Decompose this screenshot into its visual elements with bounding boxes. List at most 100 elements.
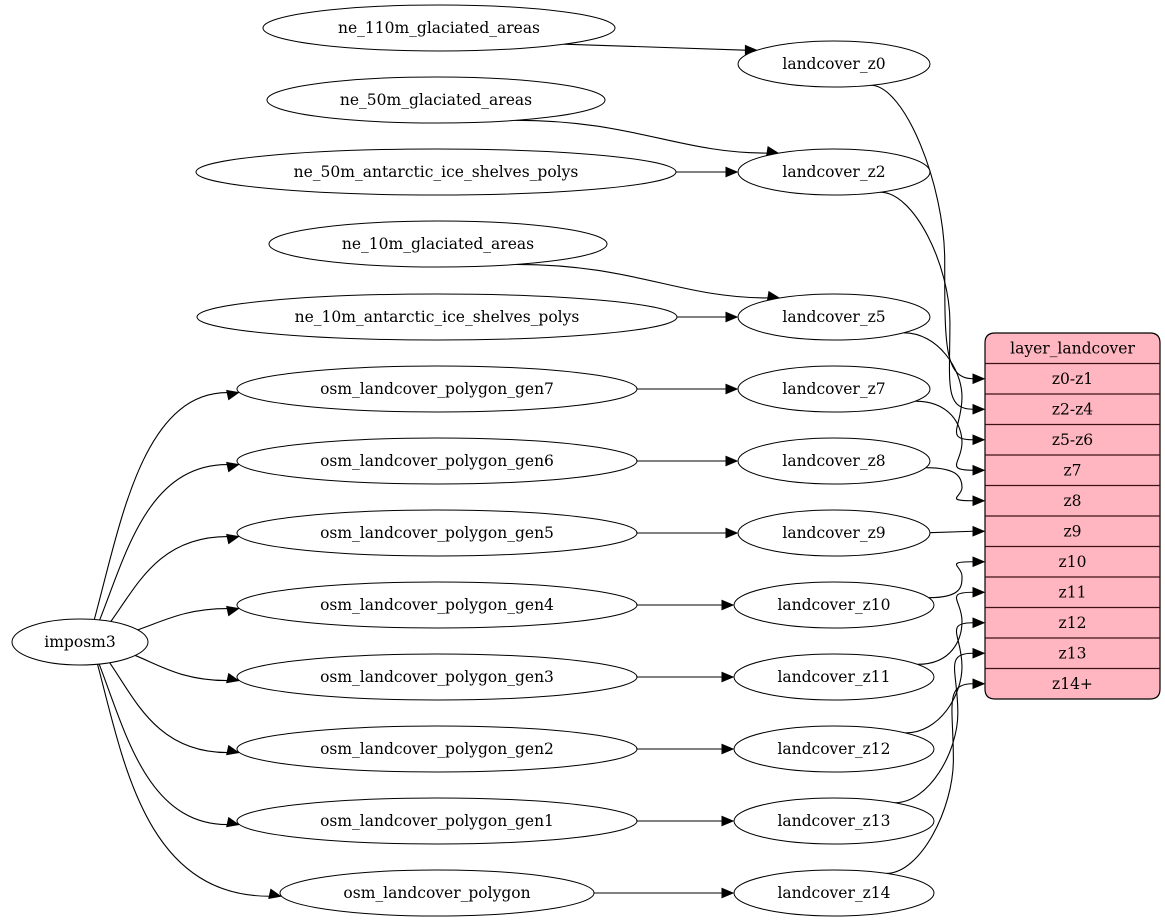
node-osm_landcover_polygon_gen5[interactable]: osm_landcover_polygon_gen5 <box>236 509 638 557</box>
edge-arrowhead <box>226 605 240 617</box>
table-row[interactable]: z0-z1 <box>985 364 1160 395</box>
edge-arrowhead <box>268 888 282 899</box>
node-landcover_z9[interactable]: landcover_z9 <box>737 509 931 557</box>
edge-arrowhead <box>972 617 986 629</box>
edge-imposm3-to-osm_landcover_polygon_gen1 <box>98 663 228 826</box>
node-label: landcover_z7 <box>782 380 885 398</box>
node-label: landcover_z5 <box>782 308 885 326</box>
table-row[interactable]: z14+ <box>985 669 1160 700</box>
edge-imposm3-to-osm_landcover_polygon_gen5 <box>110 536 228 622</box>
node-label: landcover_z11 <box>777 668 890 686</box>
node-shape <box>195 148 677 196</box>
edge-imposm3-to-osm_landcover_polygon_gen4 <box>137 608 228 631</box>
node-osm_landcover_polygon_gen3[interactable]: osm_landcover_polygon_gen3 <box>236 653 638 701</box>
table-row[interactable]: z10 <box>985 547 1160 578</box>
node-label: ne_50m_antarctic_ice_shelves_polys <box>294 163 579 181</box>
table-row[interactable]: z12 <box>985 608 1160 639</box>
node-label: landcover_z9 <box>782 524 885 542</box>
table-row[interactable]: z13 <box>985 638 1160 669</box>
node-label: landcover_z13 <box>777 812 890 830</box>
node-osm_landcover_polygon_gen7[interactable]: osm_landcover_polygon_gen7 <box>236 365 638 413</box>
node-landcover_z0[interactable]: landcover_z0 <box>737 40 931 88</box>
node-landcover_z8[interactable]: landcover_z8 <box>737 437 931 485</box>
node-landcover_z10[interactable]: landcover_z10 <box>733 581 935 629</box>
node-label: osm_landcover_polygon <box>343 884 530 902</box>
node-ne_50m_glaciated_areas[interactable]: ne_50m_glaciated_areas <box>266 76 606 124</box>
table-row[interactable]: z7 <box>985 455 1160 486</box>
table-row[interactable]: z2-z4 <box>985 394 1160 425</box>
edge-landcover_z14-to-layer_landcover_z14_ <box>886 683 974 874</box>
node-landcover_z7[interactable]: landcover_z7 <box>737 365 931 413</box>
node-shape <box>737 148 931 196</box>
edge-arrowhead <box>972 525 986 537</box>
edge-arrowhead <box>725 166 739 178</box>
edge-landcover_z5-to-layer_landcover_z5-z6 <box>903 332 974 441</box>
node-shape <box>733 869 935 917</box>
node-shape <box>733 797 935 845</box>
node-osm_landcover_polygon_gen2[interactable]: osm_landcover_polygon_gen2 <box>236 725 638 773</box>
node-ne_110m_glaciated_areas[interactable]: ne_110m_glaciated_areas <box>262 4 616 52</box>
node-landcover_z14[interactable]: landcover_z14 <box>733 869 935 917</box>
node-shape <box>236 725 638 773</box>
node-shape <box>236 365 638 413</box>
node-label: landcover_z10 <box>777 596 890 614</box>
table-row-label: z11 <box>1059 583 1087 601</box>
node-shape <box>11 618 149 666</box>
node-label: osm_landcover_polygon_gen6 <box>320 452 554 470</box>
node-osm_landcover_polygon_gen6[interactable]: osm_landcover_polygon_gen6 <box>236 437 638 485</box>
edge-arrowhead <box>972 647 986 659</box>
edge-arrowhead <box>972 403 986 415</box>
edge-arrowhead <box>226 816 240 828</box>
node-label: ne_10m_glaciated_areas <box>342 235 534 253</box>
node-shape <box>196 293 678 341</box>
node-shape <box>236 797 638 845</box>
node-shape <box>733 653 935 701</box>
node-label: landcover_z8 <box>782 452 885 470</box>
edge-arrowhead <box>226 389 240 401</box>
node-landcover_z11[interactable]: landcover_z11 <box>733 653 935 701</box>
edge-landcover_z13-to-layer_landcover_z13 <box>894 652 974 804</box>
edge-arrowhead <box>721 743 735 755</box>
node-label: ne_50m_glaciated_areas <box>340 91 532 109</box>
edge-arrowhead <box>725 311 739 323</box>
edge-landcover_z0-to-layer_landcover_z0-z1 <box>870 84 974 380</box>
node-osm_landcover_polygon_gen1[interactable]: osm_landcover_polygon_gen1 <box>236 797 638 845</box>
edge-arrowhead <box>725 455 739 467</box>
node-label: osm_landcover_polygon_gen3 <box>320 668 554 686</box>
node-landcover_z2[interactable]: landcover_z2 <box>737 148 931 196</box>
edge-arrowhead <box>721 815 735 827</box>
node-label: ne_110m_glaciated_areas <box>338 19 540 37</box>
node-shape <box>266 76 606 124</box>
node-shape <box>236 653 638 701</box>
edge-landcover_z11-to-layer_landcover_z11 <box>917 591 974 665</box>
node-osm_landcover_polygon_gen4[interactable]: osm_landcover_polygon_gen4 <box>236 581 638 629</box>
table-row[interactable]: z5-z6 <box>985 425 1160 456</box>
node-landcover_z5[interactable]: landcover_z5 <box>737 293 931 341</box>
edge-arrowhead <box>721 887 735 899</box>
node-ne_10m_antarctic_ice_shelves_polys[interactable]: ne_10m_antarctic_ice_shelves_polys <box>196 293 678 341</box>
node-ne_10m_glaciated_areas[interactable]: ne_10m_glaciated_areas <box>268 220 608 268</box>
table-row[interactable]: z9 <box>985 516 1160 547</box>
table-row-label: z14+ <box>1052 675 1093 693</box>
node-osm_landcover_polygon[interactable]: osm_landcover_polygon <box>279 869 595 917</box>
edge-arrowhead <box>725 527 739 539</box>
layer-landcover-table[interactable]: layer_landcoverz0-z1z2-z4z5-z6z7z8z9z10z… <box>984 332 1161 700</box>
table-layer: layer_landcoverz0-z1z2-z4z5-z6z7z8z9z10z… <box>984 332 1161 700</box>
node-label: landcover_z0 <box>782 55 885 73</box>
table-row[interactable]: z8 <box>985 486 1160 517</box>
edge-imposm3-to-osm_landcover_polygon <box>96 664 270 897</box>
edge-imposm3-to-osm_landcover_polygon_gen7 <box>93 392 228 620</box>
node-landcover_z12[interactable]: landcover_z12 <box>733 725 935 773</box>
node-landcover_z13[interactable]: landcover_z13 <box>733 797 935 845</box>
table-row[interactable]: z11 <box>985 577 1160 608</box>
edge-imposm3-to-osm_landcover_polygon_gen6 <box>99 464 228 621</box>
table-row-label: z7 <box>1063 461 1081 479</box>
table-row-label: z12 <box>1059 614 1087 632</box>
node-label: ne_10m_antarctic_ice_shelves_polys <box>295 308 580 326</box>
node-label: osm_landcover_polygon_gen2 <box>320 740 554 758</box>
node-ne_50m_antarctic_ice_shelves_polys[interactable]: ne_50m_antarctic_ice_shelves_polys <box>195 148 677 196</box>
edge-arrowhead <box>972 556 986 568</box>
table-row-label: z8 <box>1063 492 1081 510</box>
node-imposm3[interactable]: imposm3 <box>11 618 149 666</box>
